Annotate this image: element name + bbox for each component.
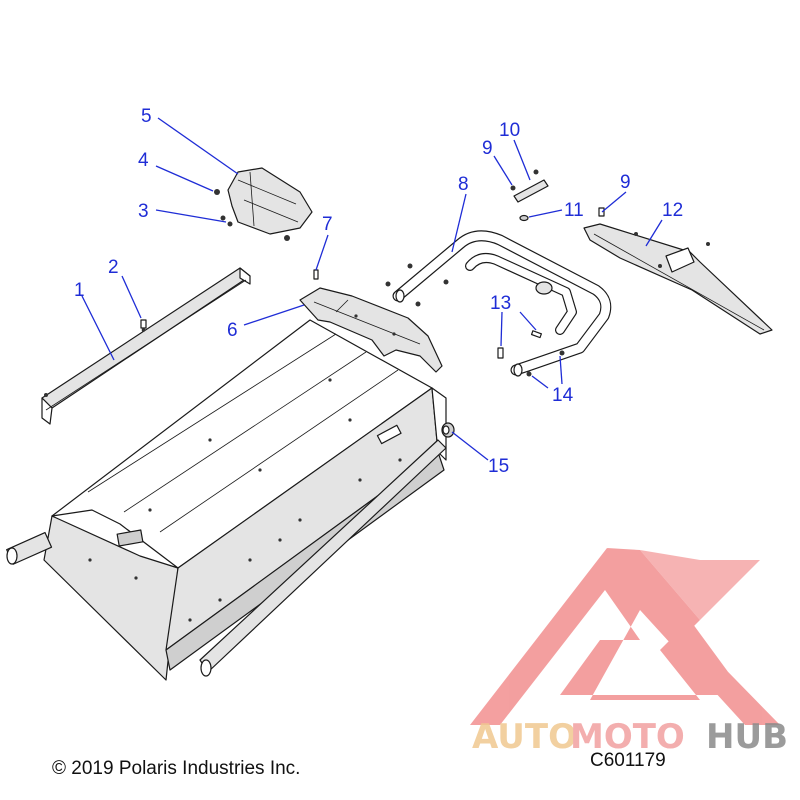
callout-5: 5 <box>141 106 152 127</box>
part-8-tube-frame <box>385 230 612 377</box>
callout-11: 11 <box>564 200 584 221</box>
part-2-screw <box>140 319 147 332</box>
callout-9-left: 9 <box>482 138 493 159</box>
callout-15: 15 <box>488 456 509 477</box>
copyright-text: © 2019 Polaris Industries Inc. <box>52 758 300 779</box>
watermark-text: AUTO MOTO HUB <box>472 717 788 757</box>
callout-14: 14 <box>552 385 574 406</box>
part-13-14-fasteners <box>497 330 565 377</box>
cargo-box <box>6 319 447 681</box>
watermark-auto: AUTO <box>472 717 577 757</box>
watermark-moto: MOTO <box>570 717 685 757</box>
watermark-logo <box>470 548 780 725</box>
callout-numbers: 1 2 3 4 5 6 7 8 9 9 10 11 12 13 14 15 <box>74 106 683 477</box>
part-5-shield <box>227 167 313 235</box>
callout-9-right: 9 <box>620 172 631 193</box>
callout-6: 6 <box>227 320 238 341</box>
callout-4: 4 <box>138 150 149 171</box>
callout-8: 8 <box>458 174 469 195</box>
watermark-triangle-icon <box>470 548 780 725</box>
callout-1: 1 <box>74 280 85 301</box>
part-10-plate <box>510 169 549 222</box>
part-12-plate <box>583 207 773 335</box>
part-1-rail <box>41 267 251 425</box>
watermark-hub: HUB <box>706 717 788 757</box>
callout-10: 10 <box>499 120 520 141</box>
diagram-code: C601179 <box>590 750 666 771</box>
part-6-bracket <box>299 287 443 373</box>
callout-12: 12 <box>662 200 683 221</box>
callout-7: 7 <box>322 214 333 235</box>
part-15-plug <box>441 422 455 438</box>
callout-2: 2 <box>108 257 119 278</box>
callout-3: 3 <box>138 201 149 222</box>
part-3-4-fasteners <box>214 189 290 241</box>
part-7-screw <box>313 269 319 280</box>
callout-13: 13 <box>490 293 511 314</box>
leader-lines <box>81 117 663 461</box>
